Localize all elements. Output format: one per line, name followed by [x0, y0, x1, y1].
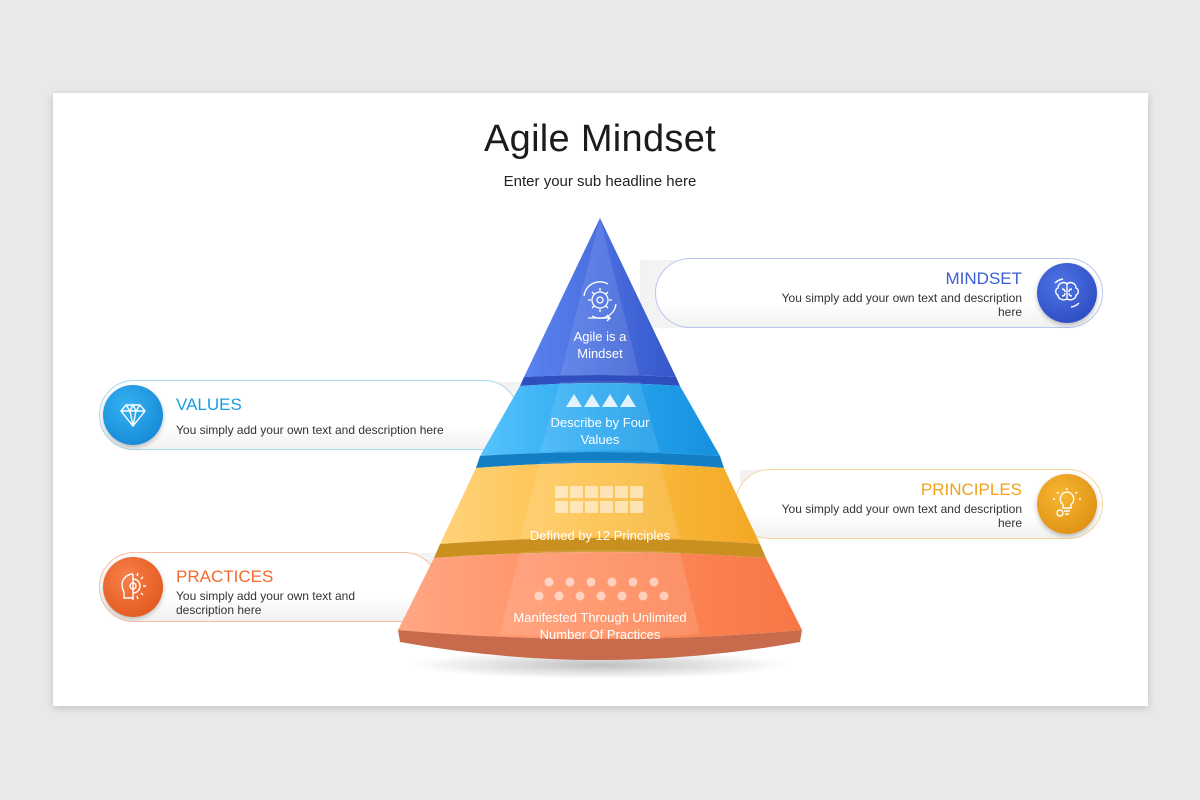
- card-values-desc: You simply add your own text and descrip…: [176, 423, 444, 437]
- lightbulb-gear-icon: [1053, 488, 1081, 517]
- page-title: Agile Mindset: [483, 118, 716, 160]
- tier-values-face: [480, 383, 720, 456]
- card-values-circle: [103, 385, 163, 445]
- tier-principles-highlight: [520, 460, 680, 538]
- tier-values-band: [476, 452, 724, 468]
- dots-icon: [534, 577, 669, 601]
- card-values-heading: VALUES: [176, 395, 242, 414]
- tier-mindset-band: [520, 375, 680, 386]
- brain-icon: [1054, 278, 1080, 308]
- tier-principles-band: [434, 538, 766, 558]
- tier-practices: [398, 550, 802, 660]
- card-practices-desc: You simply add your own text and descrip…: [176, 589, 355, 617]
- tier-mindset-label: Agile is a Mindset: [573, 329, 627, 361]
- card-mindset-circle: [1037, 263, 1097, 323]
- triangles-icon: [566, 394, 636, 407]
- card-practices: PRACTICES You simply add your own text a…: [99, 552, 439, 622]
- card-principles-heading: PRINCIPLES: [920, 480, 1022, 499]
- gear-cycle-icon: [583, 281, 617, 322]
- pyramid-shadow: [410, 651, 790, 679]
- gear-head-icon: [121, 572, 146, 600]
- card-principles-desc: You simply add your own text and descrip…: [781, 502, 1022, 530]
- card-values: VALUES You simply add your own text and …: [99, 380, 519, 450]
- diamond-icon: [120, 403, 146, 428]
- tier-values: [476, 381, 724, 468]
- tier-practices-label: Manifested Through Unlimited Number Of P…: [513, 610, 687, 642]
- card-principles-circle: [1037, 474, 1097, 534]
- card-mindset-desc: You simply add your own text and descrip…: [781, 291, 1022, 319]
- tier-values-label: Describe by Four Values: [550, 415, 650, 447]
- card-practices-heading: PRACTICES: [176, 567, 274, 586]
- grid-icon: [555, 486, 643, 513]
- tier-practices-base: [398, 630, 802, 660]
- card-practices-circle: [103, 557, 163, 617]
- card-mindset: MINDSET You simply add your own text and…: [655, 258, 1103, 328]
- tier-principles-label: Defined by 12 Principles: [529, 528, 671, 543]
- card-mindset-heading: MINDSET: [945, 269, 1023, 288]
- card-principles: PRINCIPLES You simply add your own text …: [735, 469, 1103, 539]
- page-subtitle: Enter your sub headline here: [503, 173, 697, 190]
